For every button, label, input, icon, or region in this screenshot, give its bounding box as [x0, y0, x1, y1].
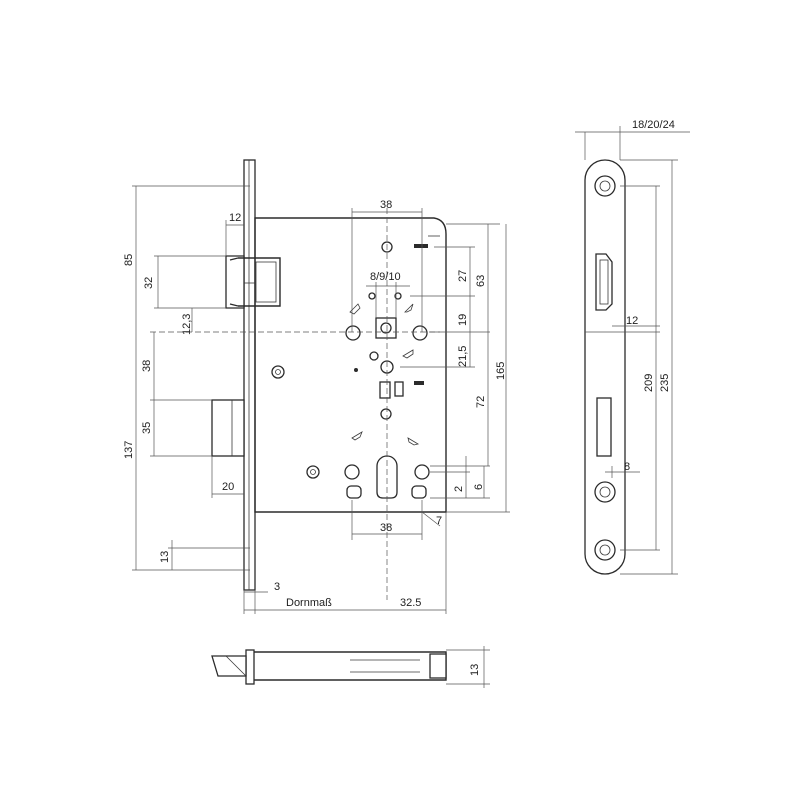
face-plate: [243, 159, 256, 591]
internal-parts: [271, 235, 440, 499]
dim-label-72: 72: [475, 396, 487, 408]
dim-label-165: 165: [495, 362, 507, 380]
dim-label-27: 27: [457, 270, 469, 282]
latch-bolt: [225, 255, 281, 309]
dim-label-6: 6: [473, 484, 485, 490]
dim-label-209: 209: [643, 374, 655, 392]
dim-label-38-bottom: 38: [380, 522, 392, 534]
dimensions-main: 38 12 85 32 12,3 38 35 137 20: [123, 185, 510, 614]
dim-label-12-plate: 12: [626, 315, 638, 327]
dim-label-8-9-10: 8/9/10: [370, 271, 401, 283]
dim-label-3: 3: [274, 581, 280, 593]
dim-label-235: 235: [659, 374, 671, 392]
dim-label-8-plate: 8: [624, 461, 630, 473]
mortise-lock-front-view: [150, 159, 447, 600]
dim-label-7: 7: [436, 515, 442, 527]
latch-opening: [595, 253, 613, 311]
dim-label-dornmass: Dornmaß: [286, 597, 332, 609]
lock-case: [254, 217, 447, 513]
dim-label-35: 35: [141, 422, 153, 434]
dim-label-38-left: 38: [141, 360, 153, 372]
dim-label-38-top: 38: [380, 199, 392, 211]
dim-label-85: 85: [123, 254, 135, 266]
front-plate-outline: [584, 159, 626, 575]
dim-label-12-3: 12,3: [181, 314, 193, 335]
direction-arrows: [349, 303, 420, 446]
dead-bolt: [211, 399, 245, 457]
deadbolt-opening: [596, 397, 612, 457]
cylinder-cutout: [376, 455, 398, 499]
dim-label-13-left: 13: [159, 551, 171, 563]
dim-label-2: 2: [453, 486, 465, 492]
screw-hole: [271, 365, 285, 379]
face-plate-side-view: 18/20/24 12 209 235 8: [575, 119, 690, 575]
dim-label-19: 19: [457, 314, 469, 326]
dim-label-32-5: 32.5: [400, 597, 421, 609]
dim-label-32: 32: [143, 277, 155, 289]
dim-label-12-left: 12: [229, 212, 241, 224]
dim-label-plate-thickness: 18/20/24: [632, 119, 675, 131]
screw-hole: [306, 465, 320, 479]
lock-top-view: 13: [211, 646, 490, 688]
dim-label-13-bottom: 13: [469, 664, 481, 676]
dim-label-20: 20: [222, 481, 234, 493]
dim-label-21-5: 21,5: [457, 346, 469, 367]
dim-label-137: 137: [123, 441, 135, 459]
dim-label-63: 63: [475, 275, 487, 287]
